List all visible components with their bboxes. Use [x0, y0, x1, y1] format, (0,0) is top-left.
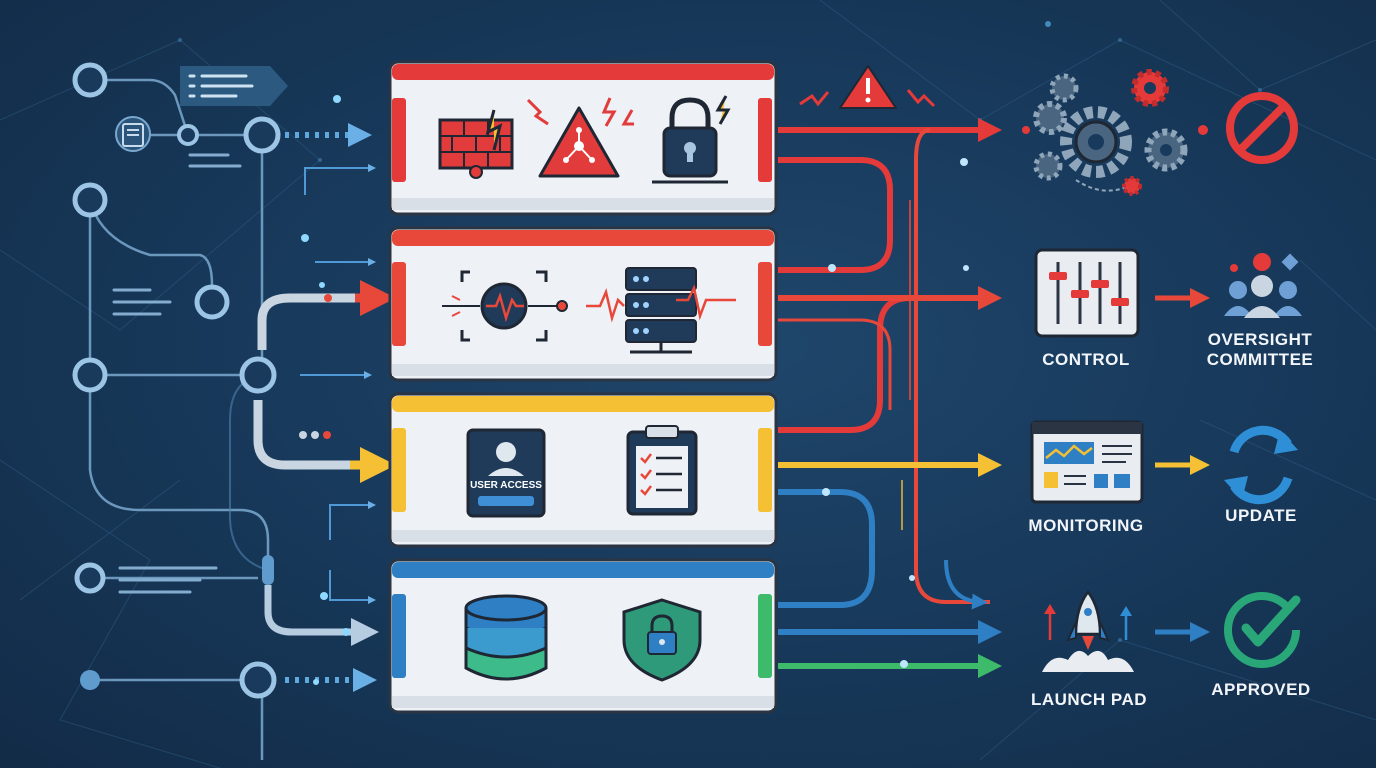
team-icon [1224, 253, 1302, 318]
document-icon [115, 116, 151, 152]
data-panel[interactable] [388, 558, 778, 714]
warning-network-icon [526, 97, 634, 178]
source-node[interactable] [72, 182, 108, 218]
message-tag-icon [180, 66, 288, 106]
server-icon [586, 267, 736, 354]
hub-node[interactable] [177, 124, 199, 146]
source-node[interactable] [72, 62, 108, 98]
shield-lock-icon [622, 598, 702, 682]
source-node[interactable] [72, 357, 108, 393]
control-label: CONTROL [1042, 350, 1130, 369]
monitor-scan-icon [442, 270, 568, 342]
user-access-label: USER ACCESS [470, 480, 542, 491]
threat-panel[interactable] [388, 60, 778, 216]
padlock-icon [652, 95, 731, 184]
user-access-card-icon: USER ACCESS [466, 428, 546, 518]
hub-node[interactable] [194, 284, 230, 320]
access-panel[interactable]: USER ACCESS [388, 392, 778, 548]
database-icon [464, 594, 548, 681]
refresh-icon[interactable] [1224, 425, 1298, 505]
dashboard-icon[interactable] [1030, 420, 1144, 504]
oversight-committee-label: OVERSIGHT COMMITTEE [1206, 330, 1314, 369]
checklist-clipboard-icon [626, 425, 698, 516]
approved-label: APPROVED [1211, 680, 1311, 699]
source-node[interactable] [80, 670, 100, 690]
monitoring-panel[interactable] [388, 226, 778, 382]
firewall-icon [438, 109, 514, 179]
hub-node[interactable] [239, 661, 277, 699]
monitoring-label: MONITORING [1028, 516, 1144, 535]
gears-icon [1033, 69, 1188, 196]
warning-icon [799, 65, 936, 109]
rocket-icon[interactable] [1042, 589, 1134, 672]
prohibited-icon [1226, 92, 1298, 164]
source-node[interactable] [74, 562, 106, 594]
hub-node[interactable] [243, 116, 281, 154]
sliders-icon[interactable] [1034, 248, 1140, 338]
launch-pad-label: LAUNCH PAD [1030, 690, 1148, 709]
check-circle-icon [1224, 592, 1301, 668]
hub-node[interactable] [239, 356, 277, 394]
arrow-to-panel-4 [264, 585, 379, 646]
update-label: UPDATE [1225, 506, 1297, 525]
